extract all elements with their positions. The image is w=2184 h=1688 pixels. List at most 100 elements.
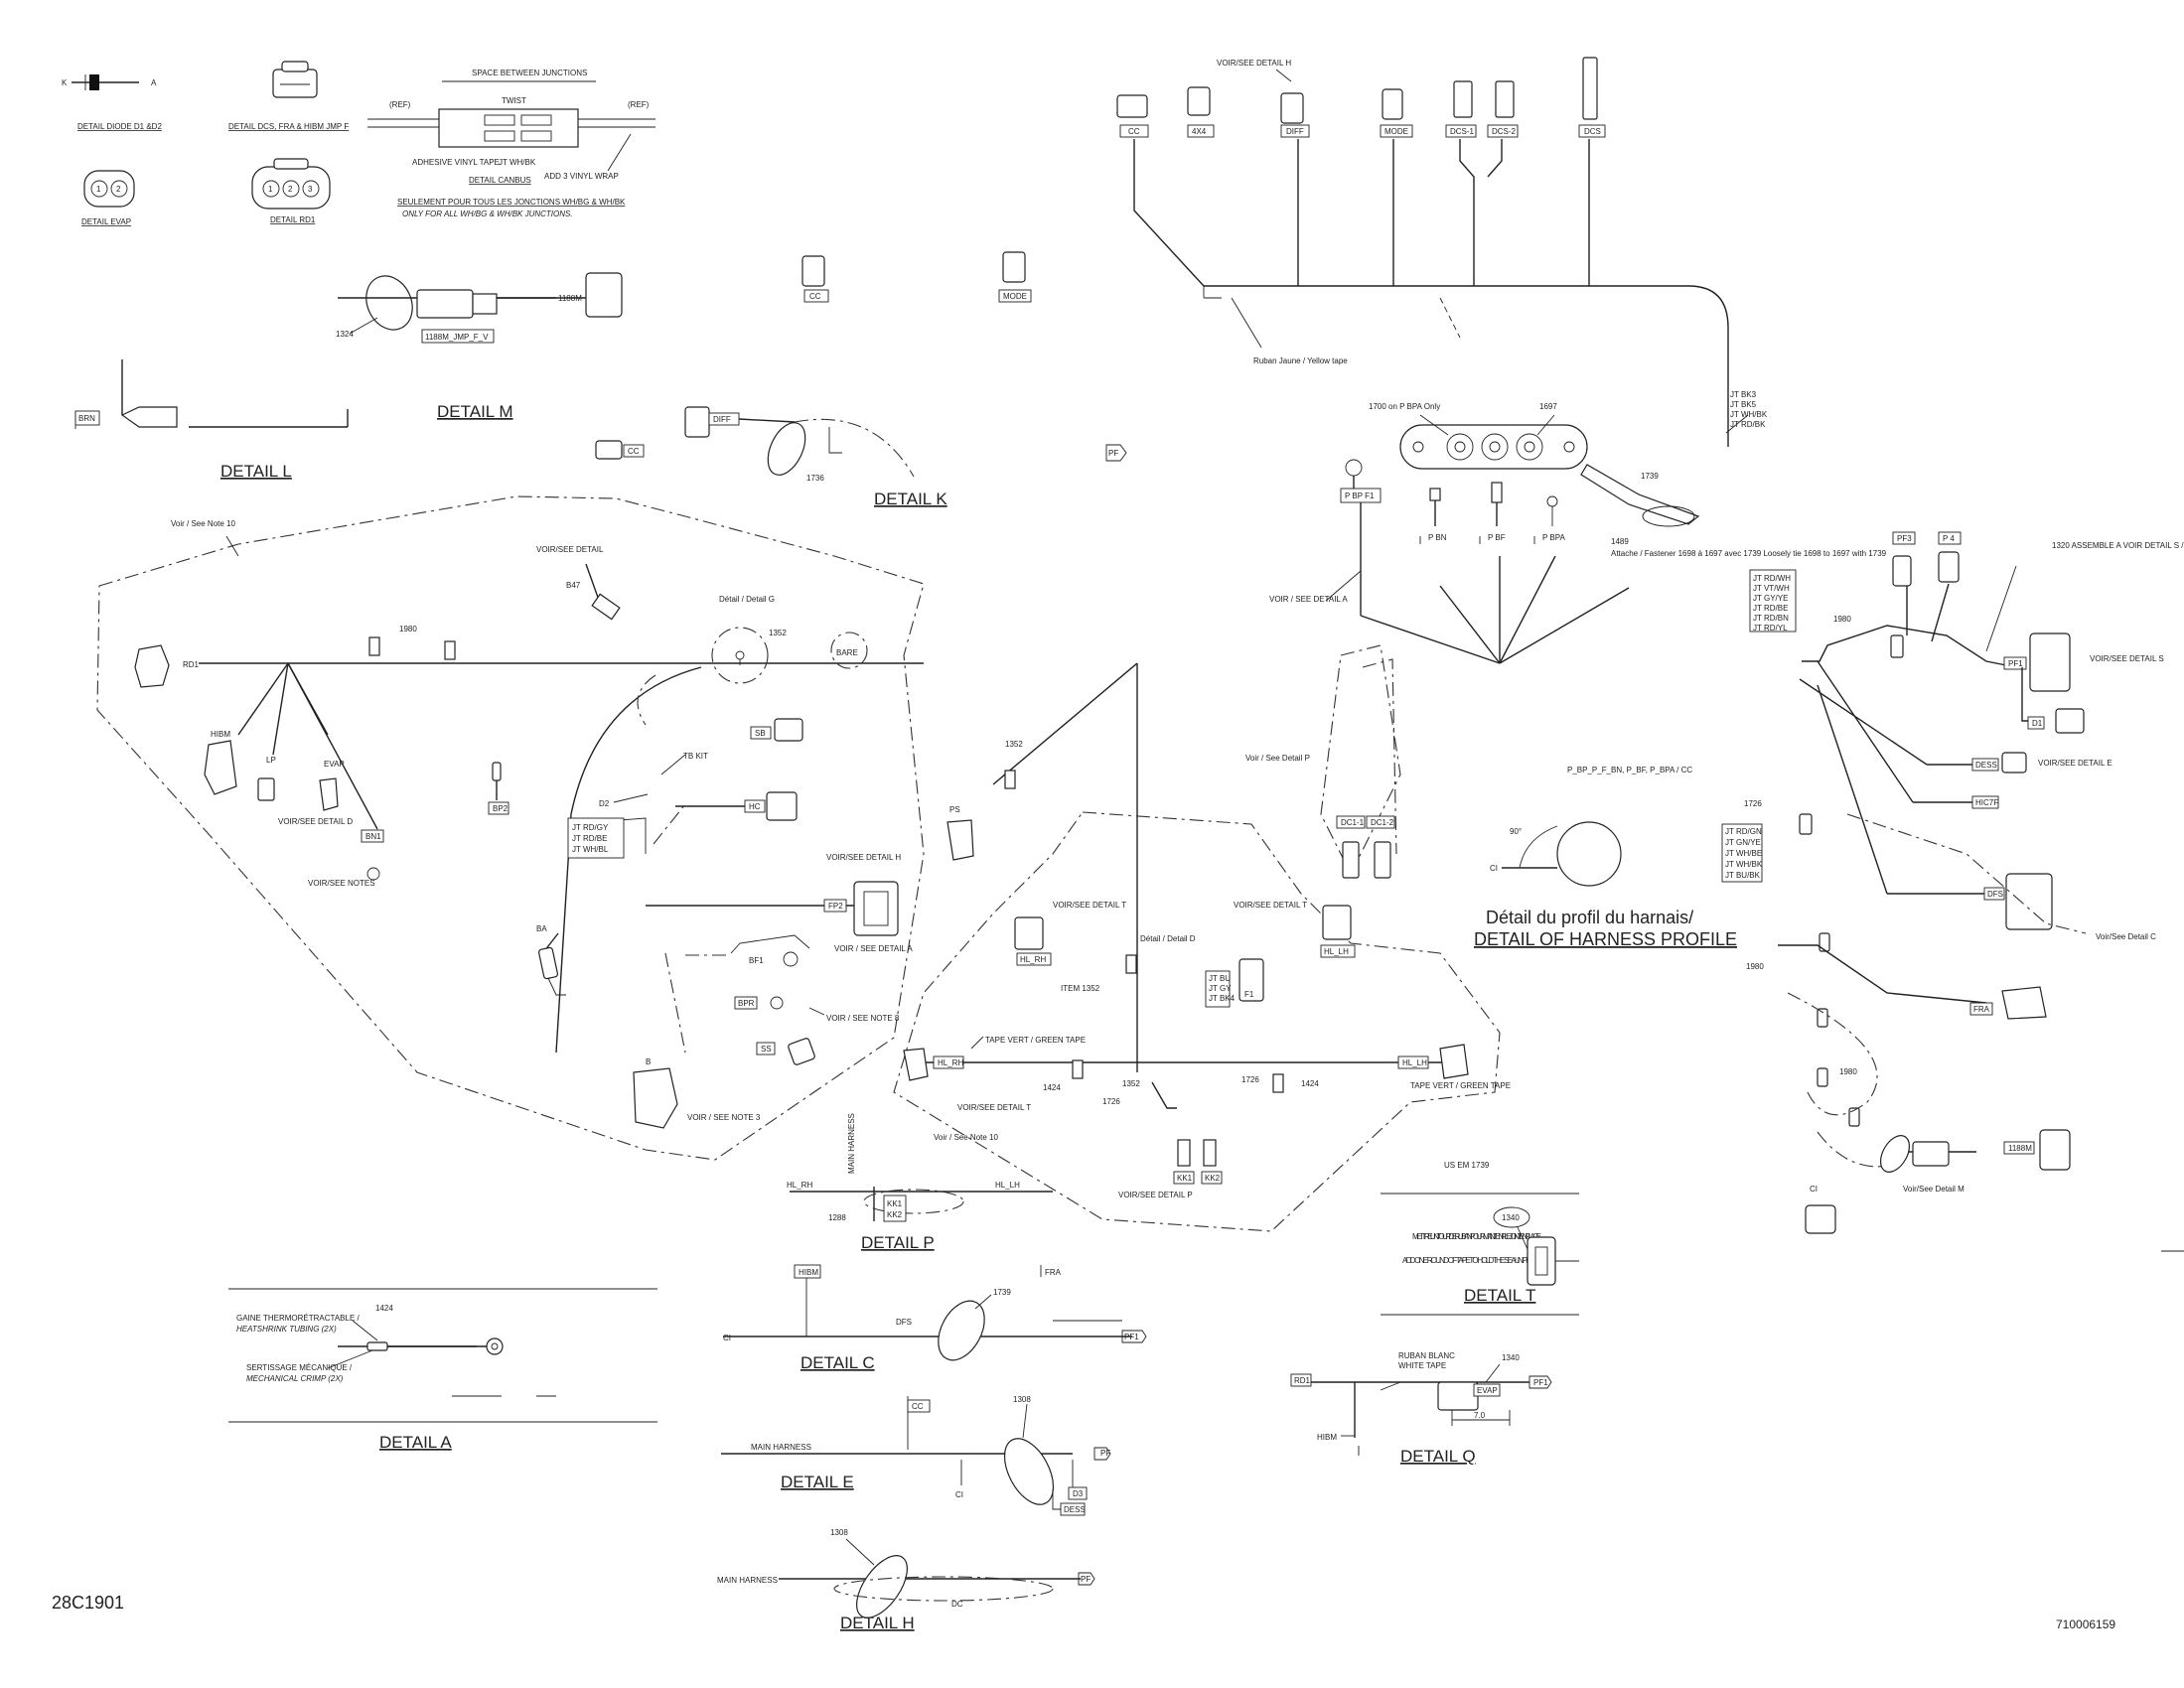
rh-dfs-label: DFS [1987,890,2003,899]
top-conn-dcs: DCS [1584,127,1601,136]
p-kk1: KK1 [887,1199,903,1208]
rh-dess-label: DESS [1975,761,1997,770]
rh-d1-label: D1 [2032,719,2043,728]
ch-us-label: US EM 1739 [1444,1161,1490,1170]
rh-jt2-2: JT GN/YE [1725,838,1761,847]
ch-hl-rh2: HL_RH [938,1058,963,1067]
h-main: MAIN HARNESS [717,1576,778,1585]
profile-title-en: DETAIL OF HARNESS PROFILE [1474,929,1737,949]
rd1-legend: 1 2 3 DETAIL RD1 [251,158,331,224]
lh-detail-g: Détail / Detail G [719,595,775,604]
ring-label-bf: P BF [1488,533,1506,542]
e-ci: CI [955,1490,963,1499]
lh-voir-b: VOIR / SEE NOTE 8 [826,1014,900,1023]
rh-voir-c: Voir/See Detail C [2096,932,2156,941]
lh-bn1-label: BN1 [365,832,381,841]
p-tie: 1288 [828,1213,846,1222]
lh-lp-label: LP [266,756,276,765]
rh-note-1320: 1320 ASSEMBLE A VOIR DETAIL S / ASSEMBLE… [2052,541,2184,550]
detail-c: HIBM FRA CI DFS 1739 PF1 DETAIL C [723,1264,1147,1372]
ch-hl-lh: HL_LH [1324,947,1349,956]
e-d3: D3 [1073,1489,1084,1498]
top-conn-mode: MODE [1384,127,1408,136]
dc-dc1-label: DC1-1 [1341,818,1365,827]
detail-c-title: DETAIL C [801,1353,875,1372]
k-tie-label: 1736 [806,474,824,483]
left-harness: Voir / See Note 10 RD1 HIBM LP EVAP VOIR… [96,495,925,1161]
lh-jt-1: JT RD/GY [572,823,609,832]
top-conn-dcs1: DCS-1 [1450,127,1475,136]
lh-voir-h: VOIR/SEE DETAIL H [826,853,901,862]
detail-e-title: DETAIL E [781,1473,854,1491]
detail-t-title: DETAIL T [1464,1286,1535,1305]
ch-kk2: KK2 [1205,1174,1221,1183]
lh-b47-label: B47 [566,581,581,590]
rh-fra-label: FRA [1973,1005,1990,1014]
canbus-adhesive-label: ADHESIVE VINYL TAPE [412,158,500,167]
rh-pf1-label: PF1 [2008,659,2023,668]
lh-rd1-label: RD1 [183,660,200,669]
drawing-code: 28C1901 [52,1593,124,1613]
canbus-jt-label: JT WH/BK [499,158,536,167]
rh-jt2-4: JT WH/BK [1725,860,1763,869]
top-connector-bus: VOIR/SEE DETAIL H CC 4X4 DIFF MODE DCS-1… [1116,57,1768,447]
lh-hc-label: HC [749,802,761,811]
e-dess: DESS [1064,1505,1086,1514]
p-kk2: KK2 [887,1210,903,1219]
canbus-ref-right: (REF) [628,100,650,109]
ch-voir-note: Voir / See Note 10 [934,1133,998,1142]
lh-voir-see: VOIR/SEE DETAIL [536,545,604,554]
standalone-mode: MODE [1003,292,1027,301]
rd1-pin-3: 3 [308,185,313,194]
diode-caption: DETAIL DIODE D1 &D2 [77,122,162,131]
top-voir-label: VOIR/SEE DETAIL H [1217,59,1291,68]
detail-h-title: DETAIL H [840,1614,915,1632]
h-pf: PF [1081,1575,1091,1584]
evap-caption: DETAIL EVAP [81,217,131,226]
c-tie: 1739 [993,1288,1011,1297]
bracket-voir-a: VOIR / SEE DETAIL A [1269,595,1348,604]
t-tie: 1340 [1502,1213,1520,1222]
lh-evap-label: EVAP [324,760,345,769]
canbus-note-en: ONLY FOR ALL WH/BG & WH/BK JUNCTIONS. [402,210,573,218]
ch-jt-1: JT BU [1209,974,1231,983]
rh-pf3-label: PF3 [1897,534,1912,543]
lh-bf1-label: BF1 [749,956,764,965]
canbus-add-label: ADD 3 VINYL WRAP [544,172,619,181]
lh-voir-d: VOIR/SEE DETAIL D [278,817,353,826]
lh-ba-label: BA [536,924,547,933]
k-pf-label: PF [1108,449,1118,458]
bracket-1700-label: 1700 on P BPA Only [1369,402,1440,411]
rh-hic7f-label: HIC7F [1975,798,1998,807]
dc-detail: Voir / See Detail P DC1-1 DC1-2 [1245,644,1401,879]
lh-tie-1980: 1980 [399,625,417,633]
standalone-cc: CC [809,292,821,301]
lh-bp2-label: BP2 [493,804,509,813]
dcs-legend: DETAIL DCS, FRA & HIBM JMP F [228,61,349,131]
q-hibm: HIBM [1317,1433,1337,1442]
rh-tie-1980c: 1980 [1839,1067,1857,1076]
ch-tie-1424b: 1424 [1301,1079,1319,1088]
m-tie-label: 1324 [336,330,354,339]
q-ruban-en: WHITE TAPE [1398,1361,1446,1370]
a-tie: 1424 [375,1304,393,1313]
c-ci: CI [723,1334,731,1342]
top-jt-1: JT BK3 [1730,390,1757,399]
q-evap: EVAP [1477,1386,1498,1395]
lh-bpr-label: BPR [738,999,755,1008]
dc-dc2-label: DC1-2 [1371,818,1394,827]
ring-label-bn: P BN [1428,533,1447,542]
canbus-ref-left: (REF) [389,100,411,109]
rh-jt-4: JT RD/BE [1753,604,1788,613]
harness-profile: P_BP_P_F_BN, P_BF, P_BPA / CC 90° CI Dét… [1474,766,1737,949]
top-conn-4x4: 4X4 [1192,127,1207,136]
rd1-pin-2: 2 [288,185,293,194]
rh-tie-1980b: 1980 [1746,962,1764,971]
rh-jt2-1: JT RD/GN [1725,827,1762,836]
q-ruban-fr: RUBAN BLANC [1398,1351,1455,1360]
ch-tie-1352: 1352 [1005,740,1023,749]
rh-tie-1726: 1726 [1744,799,1762,808]
ch-tie-1726b: 1726 [1241,1075,1259,1084]
a-gaine-en: HEATSHRINK TUBING (2X) [236,1325,337,1334]
k-cc-label: CC [628,447,640,456]
